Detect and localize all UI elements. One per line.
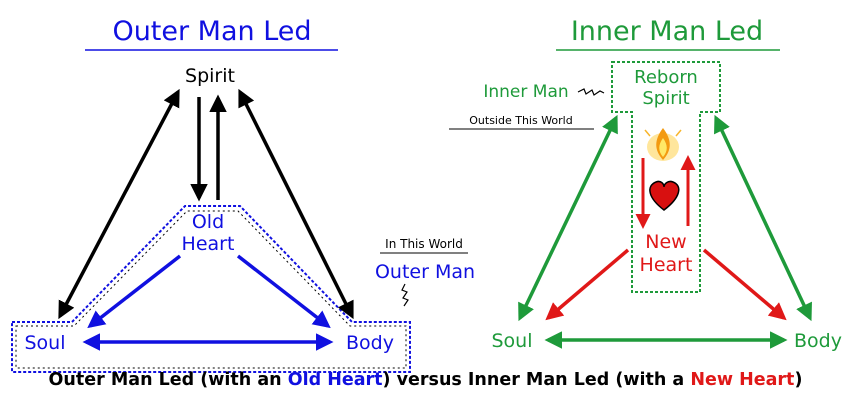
left-soul-label: Soul (24, 332, 65, 354)
caption-part1: Outer Man Led (with an (48, 370, 288, 390)
left-body-label: Body (346, 332, 394, 354)
right-body-label: Body (794, 330, 842, 352)
inner-man-label: Inner Man (483, 82, 568, 102)
flame-icon (644, 128, 682, 161)
heart-to-body-arrow (236, 254, 331, 329)
spirit-body-arrow (238, 88, 354, 320)
outside-this-world-label: Outside This World (469, 114, 572, 127)
inner-spirit-soul-arrow (518, 114, 618, 322)
new-heart-to-body-arrow (702, 248, 787, 321)
new-heart-to-soul-arrow (545, 248, 630, 321)
right-title: Inner Man Led (571, 16, 763, 47)
inner-man-outline (611, 61, 721, 293)
caption-part2: ) versus Inner Man Led (with a (382, 370, 691, 390)
left-title: Outer Man Led (112, 16, 311, 47)
old-heart-line2: Heart (182, 233, 235, 255)
caption-new-heart: New Heart (690, 370, 795, 390)
new-heart-line1: New (645, 231, 686, 253)
caption-part3: ) (794, 370, 803, 390)
outer-man-label: Outer Man (375, 261, 475, 283)
reborn-line1: Reborn (634, 67, 698, 88)
new-heart-line2: Heart (640, 254, 693, 276)
old-heart-line1: Old (192, 211, 224, 233)
inner-man-pointer (577, 88, 605, 96)
caption-old-heart: Old Heart (287, 370, 383, 390)
left-spirit-label: Spirit (185, 65, 235, 87)
right-soul-label: Soul (491, 330, 532, 352)
inner-spirit-body-arrow (714, 114, 812, 322)
spirit-soul-arrow (58, 88, 180, 320)
reborn-line2: Spirit (642, 88, 689, 109)
heart-icon (649, 180, 680, 211)
caption: Outer Man Led (with an Old Heart) versus… (0, 370, 851, 390)
outer-man-pointer (401, 283, 409, 307)
in-this-world-label: In This World (385, 237, 463, 251)
outer-man-outline (11, 205, 411, 373)
heart-to-soul-arrow (87, 254, 182, 329)
